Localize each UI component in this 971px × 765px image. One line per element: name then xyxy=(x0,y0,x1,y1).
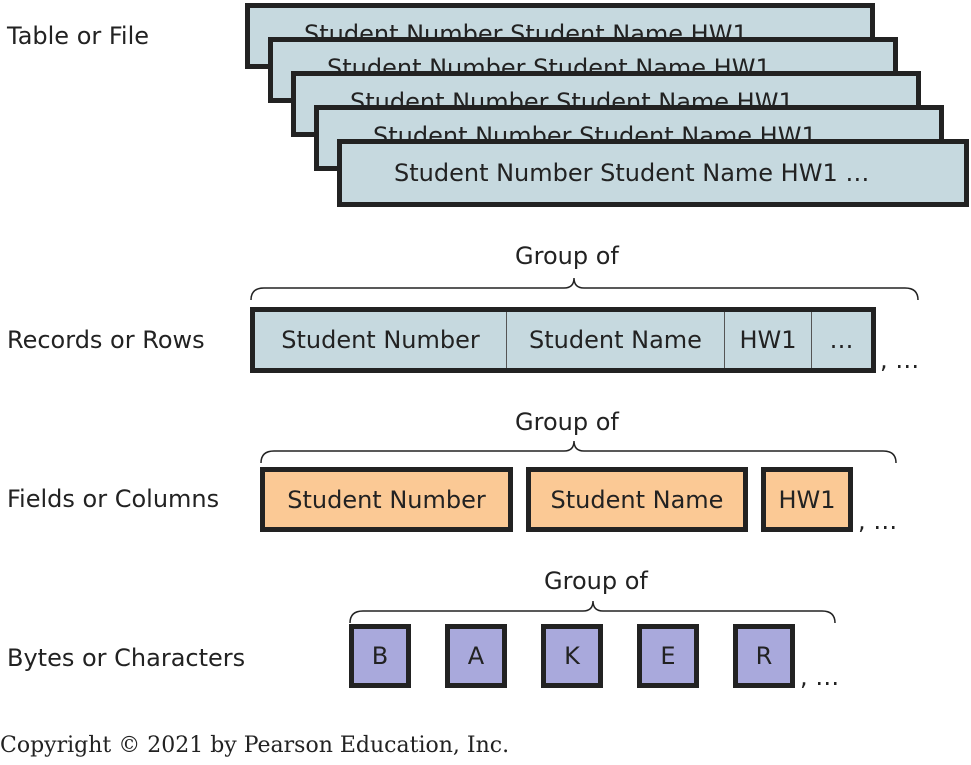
record-cell-student-name: Student Name xyxy=(507,312,725,368)
record-cell-ellipsis: … xyxy=(829,326,854,354)
field-student-name: Student Name xyxy=(526,467,748,532)
field-ellipsis: , … xyxy=(858,507,898,535)
record-cell-hw1: HW1 xyxy=(725,312,812,368)
byte-ellipsis: , … xyxy=(800,663,840,691)
field-hw1: HW1 xyxy=(761,467,853,532)
brace-fields xyxy=(260,440,897,464)
byte-k: K xyxy=(541,624,603,688)
byte-a: A xyxy=(445,624,507,688)
sheet-text: Student Number Student Name HW1 … xyxy=(394,159,870,187)
table-sheet-front: Student Number Student Name HW1 … xyxy=(337,139,969,207)
copyright-notice: Copyright © 2021 by Pearson Education, I… xyxy=(0,733,510,758)
record-ellipsis: , … xyxy=(880,346,920,374)
label-fields-or-columns: Fields or Columns xyxy=(7,485,220,513)
group-label-records: Group of xyxy=(515,242,619,270)
label-bytes-or-characters: Bytes or Characters xyxy=(7,644,246,672)
field-student-number: Student Number xyxy=(260,467,513,532)
record-cell-student-number: Student Number xyxy=(255,312,507,368)
group-label-fields: Group of xyxy=(515,408,619,436)
label-table-or-file: Table or File xyxy=(7,22,150,50)
record-row: Student Number Student Name HW1 … xyxy=(250,307,876,373)
group-label-bytes: Group of xyxy=(544,567,648,595)
byte-b: B xyxy=(349,624,411,688)
label-records-or-rows: Records or Rows xyxy=(7,326,205,354)
byte-e: E xyxy=(637,624,699,688)
byte-r: R xyxy=(733,624,795,688)
brace-records xyxy=(250,277,919,301)
brace-bytes xyxy=(349,600,836,624)
